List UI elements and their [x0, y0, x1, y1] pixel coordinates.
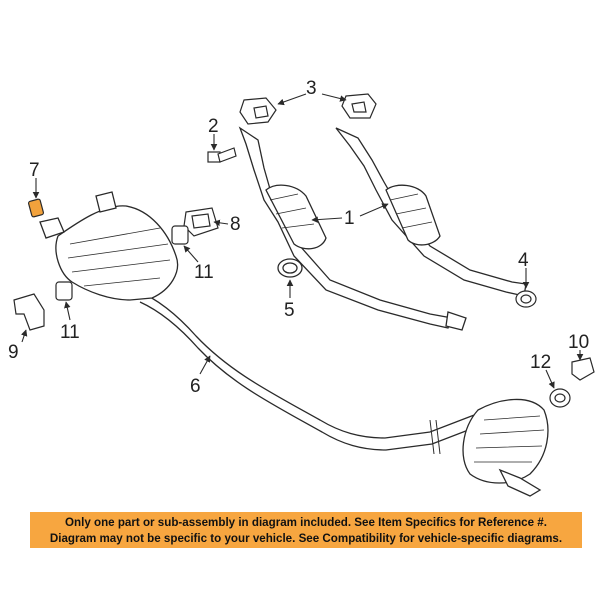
bracket-part-8 [183, 207, 219, 237]
hanger-part-11-upper [171, 225, 189, 245]
insulator-part-12 [549, 388, 571, 408]
clamp-part-5 [277, 258, 303, 278]
leader-lines [20, 93, 584, 389]
callout-11-lower: 11 [60, 322, 80, 343]
callout-8: 8 [230, 214, 241, 235]
callout-12: 12 [530, 352, 551, 373]
callout-9: 9 [8, 342, 19, 363]
left-manifold-assembly [39, 191, 179, 301]
callout-5: 5 [284, 300, 295, 321]
callout-2: 2 [208, 116, 219, 137]
bracket-part-9 [13, 293, 45, 331]
notice-banner: Only one part or sub-assembly in diagram… [30, 512, 582, 548]
callout-numbers: 7 2 3 1 4 5 6 8 11 11 9 10 12 [8, 78, 589, 397]
notice-line-1: Only one part or sub-assembly in diagram… [65, 516, 547, 529]
callout-4: 4 [518, 250, 529, 271]
front-pipe-part-1 [238, 126, 527, 331]
callout-3: 3 [306, 78, 317, 99]
hanger-part-11-lower [55, 281, 73, 301]
bracket-part-10 [571, 357, 595, 381]
callout-7: 7 [29, 160, 40, 181]
highlighted-part-7 [27, 198, 45, 218]
bolt-part-2 [207, 147, 237, 163]
insulator-part-4 [515, 290, 537, 308]
exhaust-pipe-part-6 [135, 289, 485, 455]
notice-line-2: Diagram may not be specific to your vehi… [49, 532, 563, 545]
callout-11-upper: 11 [194, 262, 214, 283]
callout-6: 6 [190, 376, 201, 397]
gasket-part-3 [239, 93, 377, 125]
callout-1: 1 [344, 208, 355, 229]
callout-10: 10 [568, 332, 589, 353]
rear-muffler [462, 398, 549, 497]
